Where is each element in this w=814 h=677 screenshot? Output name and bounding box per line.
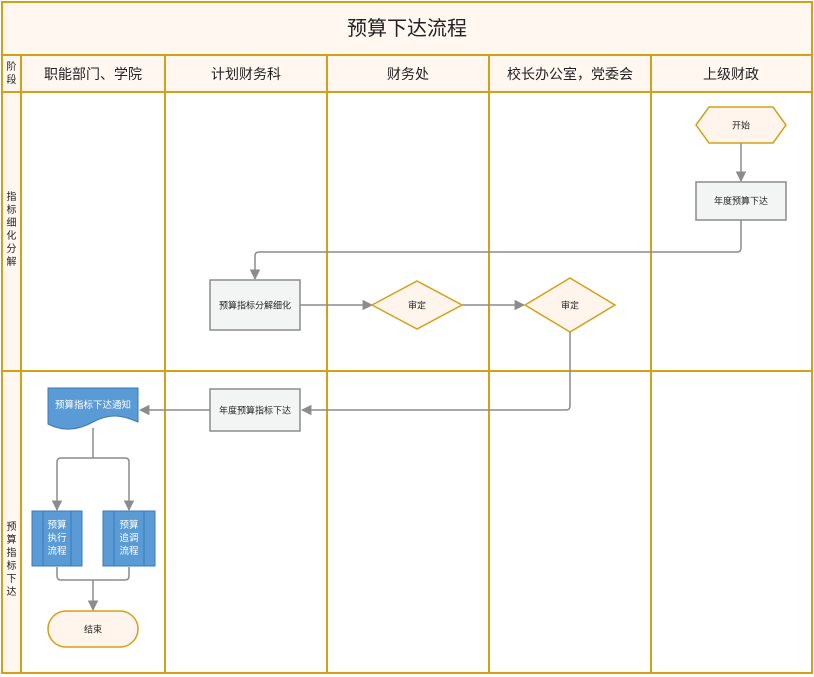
node-start[interactable]: 开始 (695, 106, 787, 144)
stage-char: 指 (7, 546, 17, 559)
annual-budget-label: 年度预算下达 (714, 195, 768, 207)
adjust-flow-label-3: 流程 (119, 545, 139, 557)
notice-label: 预算指标下达通知 (55, 399, 131, 411)
review2-diamond (523, 277, 617, 333)
exec-flow-label-3: 流程 (47, 545, 67, 557)
review1-label: 审定 (408, 300, 426, 312)
stage-label-decompose: 指 标 细 化 分 解 (7, 190, 17, 268)
annual-index-label: 年度预算指标下达 (219, 405, 291, 417)
connector-annual-to-decompose (249, 220, 742, 281)
lane-header-row (2, 55, 812, 92)
node-adjust-flow[interactable]: 预算 追调 流程 (102, 510, 156, 567)
end-terminator (47, 610, 139, 648)
stage-label-issue: 预 算 指 标 下 达 (7, 521, 17, 598)
stage-char: 下 (7, 574, 17, 585)
exec-flow-box (31, 510, 83, 567)
adjust-flow-box (102, 510, 156, 567)
node-notice[interactable]: 预算指标下达通知 (47, 387, 139, 430)
exec-flow-label-1: 预算 (47, 519, 66, 531)
connector-notice-to-adjust (93, 457, 135, 512)
adjust-flow-label-2: 追调 (119, 532, 138, 544)
stage-char: 算 (7, 533, 17, 546)
lane-header-president-office: 校长办公室，党委会 (507, 66, 633, 83)
exec-flow-label-2: 执行 (47, 532, 67, 544)
stage-char: 预 (7, 521, 17, 533)
end-label: 结束 (84, 624, 102, 636)
node-review-president-office[interactable]: 审定 (523, 277, 617, 333)
stage-char: 标 (7, 560, 17, 572)
node-decompose[interactable]: 预算指标分解细化 (209, 279, 301, 331)
stage-header-char-2: 段 (7, 73, 17, 86)
diagram-title: 预算下达流程 (347, 16, 467, 40)
start-hexagon (695, 106, 787, 144)
annual-budget-box (695, 181, 787, 221)
connector-merge (56, 567, 130, 581)
stage-char: 分 (7, 243, 17, 255)
node-annual-index[interactable]: 年度预算指标下达 (209, 388, 301, 432)
connectors (51, 143, 747, 612)
connector-notice-to-exec (51, 457, 93, 512)
review1-diamond (370, 280, 464, 330)
connector-review2-to-annual-index (300, 332, 571, 416)
annual-index-box (209, 388, 301, 432)
node-review-finance-office[interactable]: 审定 (370, 280, 464, 330)
node-annual-budget[interactable]: 年度预算下达 (695, 181, 787, 221)
lane-header-planning-finance: 计划财务科 (211, 67, 281, 83)
decompose-box (209, 279, 301, 331)
stage-char: 达 (7, 586, 17, 598)
lane-header-finance-office: 财务处 (387, 67, 429, 83)
decompose-label: 预算指标分解细化 (219, 300, 291, 312)
stage-char: 细 (7, 216, 17, 229)
title-bar (2, 2, 812, 55)
adjust-flow-label-1: 预算 (119, 519, 138, 531)
notice-document (47, 387, 139, 430)
node-end[interactable]: 结束 (47, 610, 139, 648)
node-exec-flow[interactable]: 预算 执行 流程 (31, 510, 83, 567)
stage-char: 解 (7, 255, 17, 268)
stage-header-char-1: 阶 (7, 60, 17, 73)
lane-header-departments: 职能部门、学院 (44, 67, 142, 83)
stage-char: 化 (7, 229, 17, 242)
lane-header-superior-finance: 上级财政 (703, 67, 759, 83)
stage-char: 标 (7, 204, 17, 216)
stage-column (2, 92, 21, 673)
stage-char: 指 (7, 190, 17, 203)
review2-label: 审定 (561, 300, 579, 312)
start-label: 开始 (732, 120, 750, 132)
